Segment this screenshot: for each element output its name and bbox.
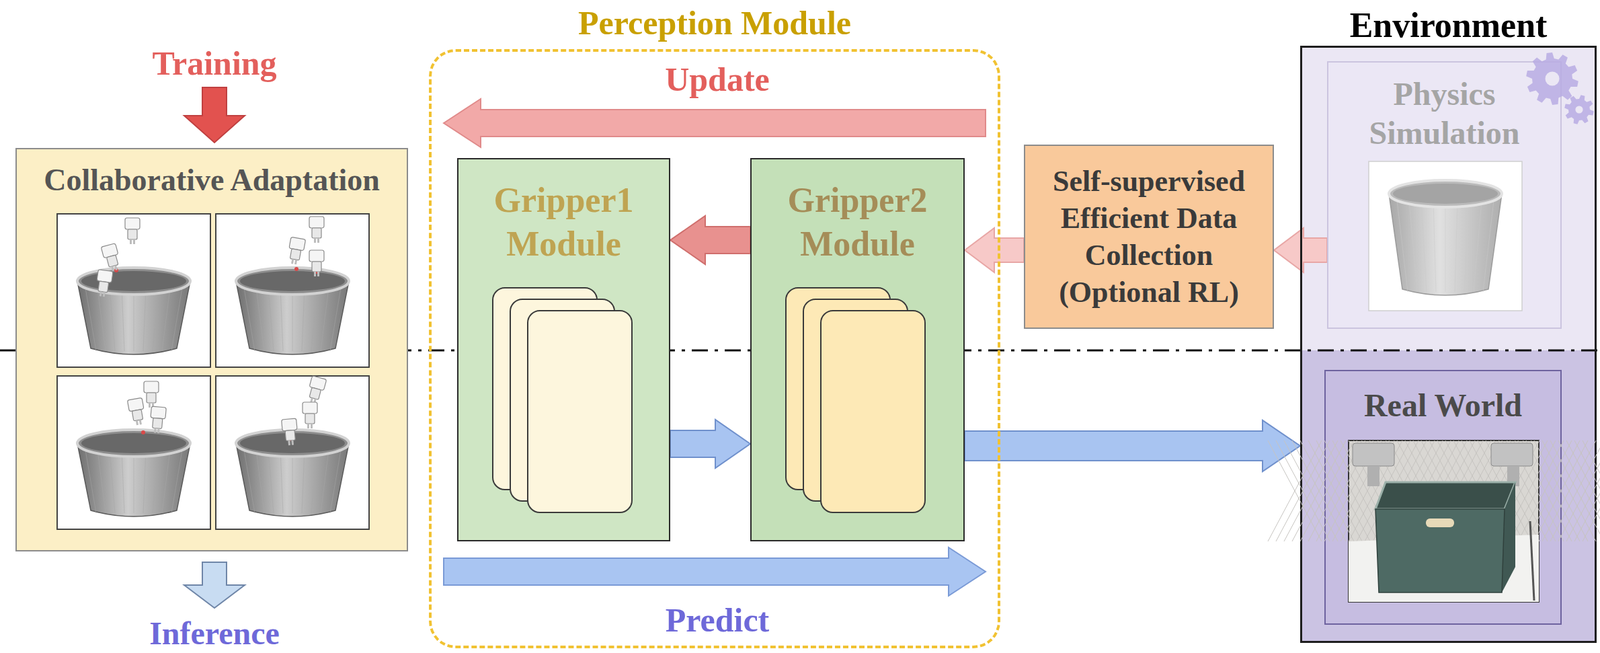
environment-fill (1300, 45, 1597, 643)
flow-arrow (964, 420, 1301, 472)
flow-arrow (964, 227, 1024, 273)
gripper-figure (94, 269, 113, 298)
gripper-figure (143, 381, 159, 408)
flow-arrow (670, 215, 751, 265)
flow-arrow (670, 419, 751, 468)
gripper-figure (309, 250, 325, 277)
network-stack (492, 287, 638, 517)
simulation-box: Physics Simulation (1327, 61, 1562, 329)
inference-arrow (184, 562, 245, 608)
phase-label: Inference (149, 615, 280, 651)
node-title: Collaborative Adaptation (16, 161, 407, 199)
bucket-figure (235, 267, 349, 355)
real-world-photo (1348, 440, 1539, 602)
bucket-figure (77, 267, 191, 355)
bucket-figure (77, 429, 191, 517)
gripper-figure (305, 375, 327, 405)
network-layer-card (820, 310, 926, 513)
phase-label: Training (151, 44, 277, 83)
node-title: Real World (1325, 385, 1561, 425)
bucket-figure (1388, 180, 1502, 296)
label-anchor: Inference (12, 617, 417, 650)
training-arrow (184, 87, 245, 143)
perception-module: Perception ModuleGripper1 ModuleGripper2… (428, 49, 1001, 649)
predict-arrow (443, 547, 986, 596)
data-collection-box: Self-supervised Efficient Data Collectio… (1023, 144, 1274, 329)
gripper-module: Gripper1 Module (457, 157, 671, 542)
gripper-figure (149, 406, 167, 434)
node-title: Perception Module (431, 4, 998, 42)
gripper-figure (286, 236, 306, 265)
gripper-figure (309, 216, 325, 243)
node-title: Physics Simulation (1328, 74, 1561, 152)
adaptation-snapshot (215, 375, 370, 530)
node-title: Environment (1302, 6, 1595, 45)
gripper-figure (281, 418, 299, 446)
node-title: Self-supervised Efficient Data Collectio… (1034, 162, 1264, 311)
label-anchor: Predict (515, 603, 919, 637)
label-anchor: Training (12, 46, 417, 80)
environment-frame: EnvironmentPhysics SimulationReal World (1300, 45, 1597, 643)
gripper-figure (127, 397, 146, 426)
label-anchor: Update (515, 62, 919, 97)
node-title: Gripper1 Module (458, 178, 669, 266)
network-stack (785, 287, 931, 517)
bucket-figure (235, 429, 349, 517)
node-title: Gripper2 Module (751, 178, 964, 266)
adaptation-snapshot (57, 375, 211, 530)
gear-icon (1525, 50, 1593, 126)
real-world-box: Real World (1324, 369, 1562, 625)
adaptation-snapshot (215, 213, 370, 368)
gripper-module: Gripper2 Module (750, 157, 965, 542)
gripper-figure (125, 217, 140, 245)
update-arrow (443, 98, 986, 148)
adaptation-snapshot (57, 213, 211, 368)
simulation-render (1368, 161, 1523, 311)
network-layer-card (527, 310, 632, 513)
gripper-figure (302, 402, 318, 429)
flow-label: Update (664, 60, 770, 99)
adaptation-panel: Collaborative Adaptation (15, 147, 409, 552)
gripper-figure (100, 243, 122, 273)
flow-label: Predict (665, 601, 770, 639)
